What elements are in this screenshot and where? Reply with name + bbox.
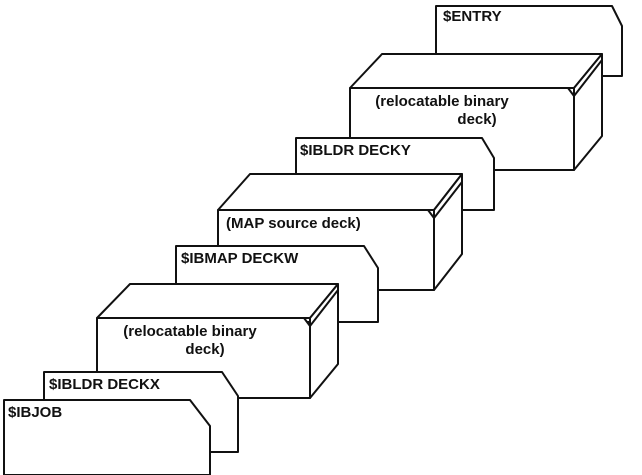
binary-deck-top-label: (relocatable binary deck) [352, 93, 532, 129]
ibmap-deckw-card-label: $IBMAP DECKW [181, 250, 298, 268]
map-source-deck-label: (MAP source deck) [226, 215, 361, 233]
binary-deck-bottom-line-1: (relocatable binary [100, 323, 280, 341]
binary-deck-bottom-label: (relocatable binary deck) [100, 323, 280, 359]
ibldr-deckx-card-label: $IBLDR DECKX [49, 376, 160, 394]
binary-deck-bottom-line-2: deck) [100, 341, 280, 359]
entry-card-label: $ENTRY [443, 8, 502, 26]
binary-deck-top-line-2: deck) [352, 111, 532, 129]
ibldr-decky-card-label: $IBLDR DECKY [300, 142, 411, 160]
binary-deck-top-line-1: (relocatable binary [352, 93, 532, 111]
ibjob-card-label: $IBJOB [8, 404, 62, 422]
